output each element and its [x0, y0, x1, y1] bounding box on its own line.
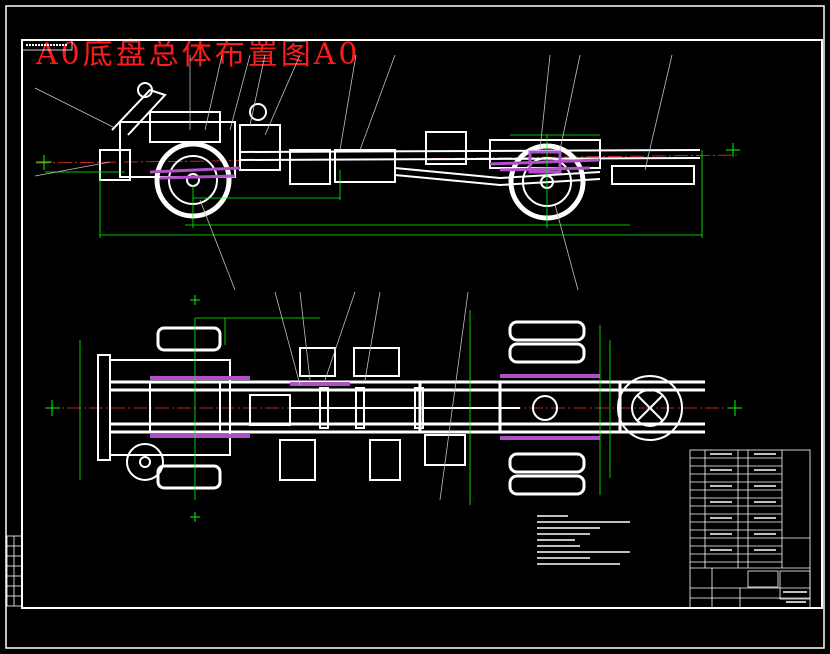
side-components — [289, 131, 695, 185]
side-frame-rail — [239, 149, 701, 187]
technical-notes — [537, 515, 630, 565]
top-cab-outline — [97, 354, 291, 461]
side-engine-cab — [99, 82, 281, 181]
title-block-text-marks — [710, 453, 807, 603]
side-leader-lines — [34, 54, 673, 291]
top-view — [45, 291, 740, 505]
top-front-wheels — [156, 326, 222, 490]
top-tanks — [279, 347, 466, 481]
top-suspension-highlight — [150, 374, 600, 440]
side-dimension-lines — [45, 134, 703, 238]
top-driveshaft — [290, 387, 558, 429]
center-markers — [36, 143, 742, 522]
top-leader-lines — [274, 291, 469, 501]
side-suspension-highlight — [149, 150, 601, 180]
inner-frame — [21, 39, 823, 609]
margin-revision-table — [6, 535, 23, 607]
top-steering-wheel — [126, 443, 164, 481]
title-block — [689, 449, 811, 609]
outer-frame — [5, 5, 825, 649]
drawing-title: A0底盘总体布置图A0 — [36, 37, 361, 72]
top-spare-wheel — [617, 375, 683, 441]
corner-label-box — [21, 39, 73, 51]
top-dimension-lines — [79, 310, 611, 505]
side-view — [34, 54, 741, 291]
top-rear-wheels — [508, 320, 586, 496]
